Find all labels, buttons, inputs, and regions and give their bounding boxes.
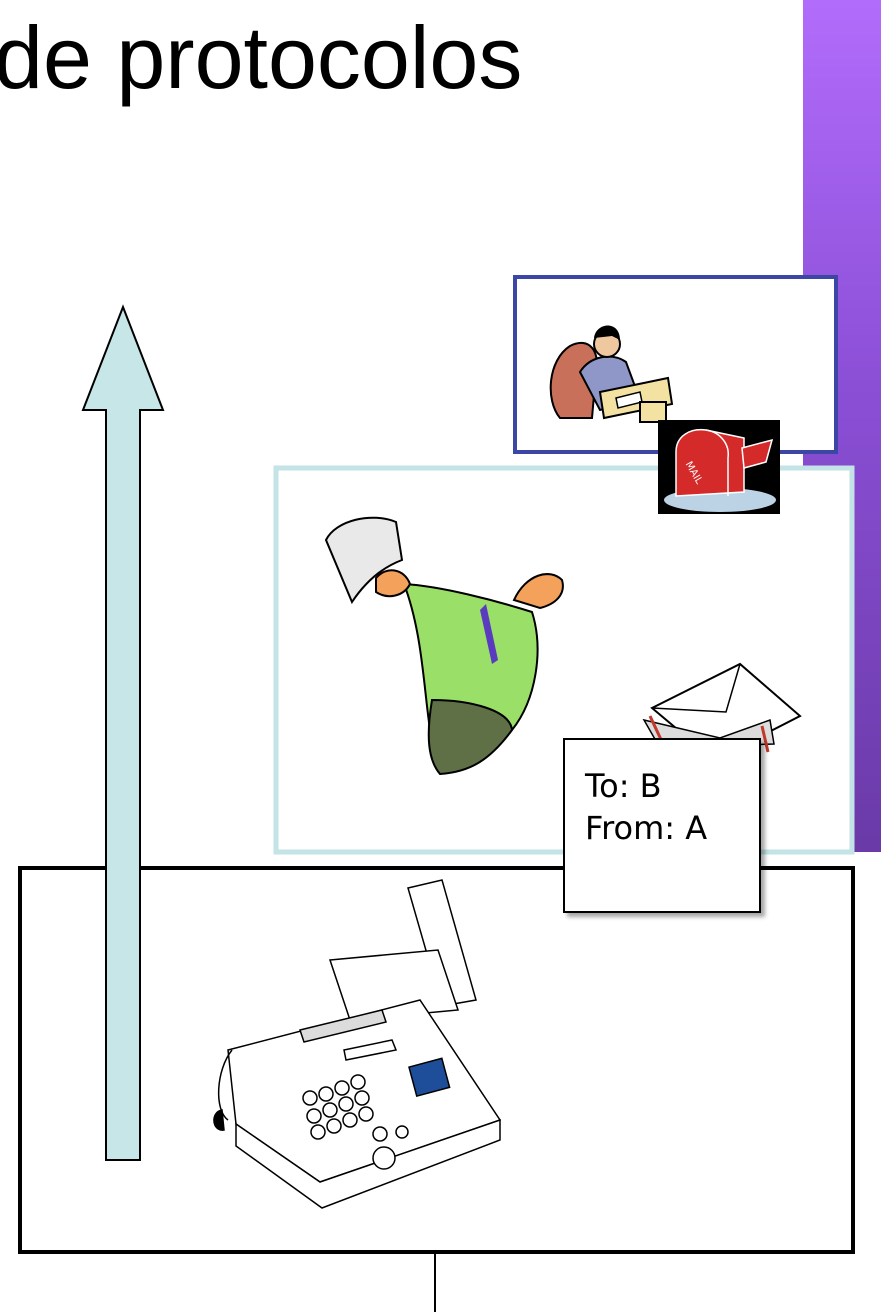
envelope-address-label: To: B From: A [563,738,761,913]
address-to: To: B [585,766,759,808]
address-from: From: A [585,808,759,850]
mailbox-icon: MAIL [658,420,780,514]
